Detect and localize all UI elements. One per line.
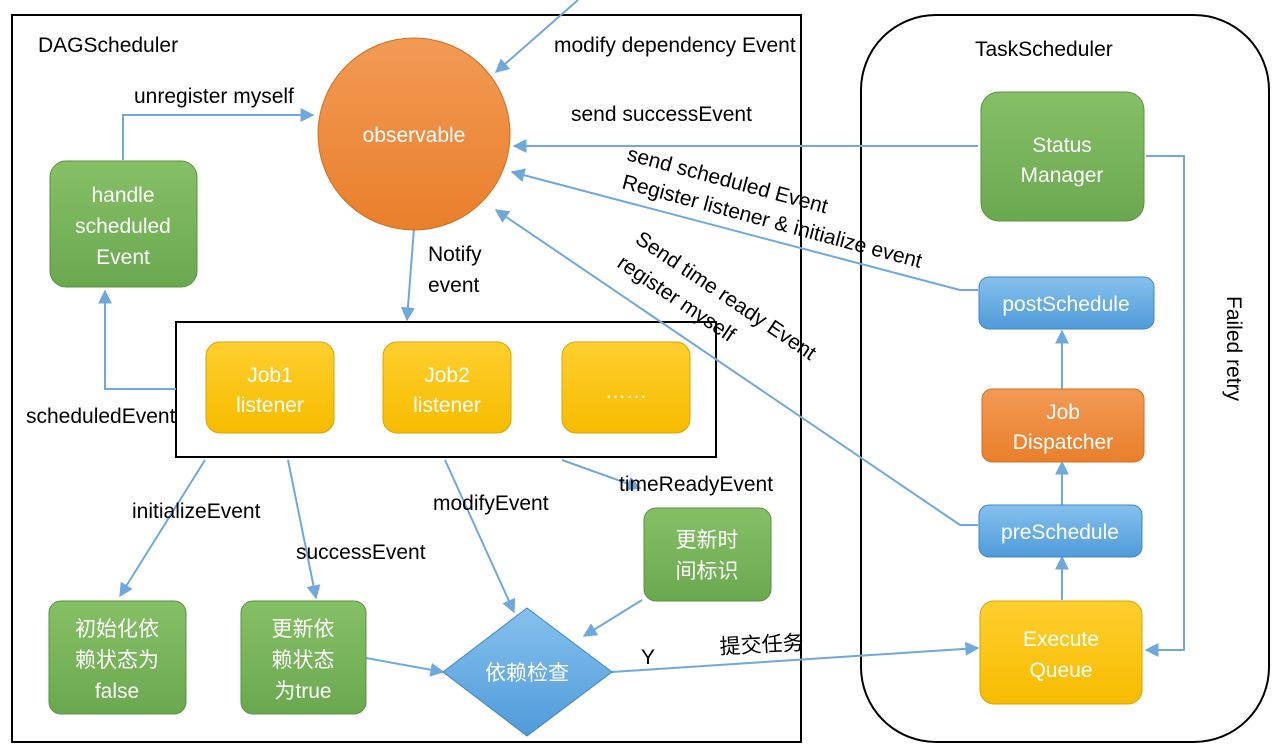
- job-dispatcher-line-1: Job: [1046, 401, 1080, 424]
- post-schedule-node: [978, 276, 1155, 330]
- handle-event-line-2: scheduled: [75, 215, 171, 238]
- update-dep-to-check-arrow: [365, 657, 445, 677]
- modify-event-arrow: [444, 459, 516, 614]
- post-schedule-label: postSchedule: [1002, 293, 1129, 316]
- scheduled-event-label: scheduledEvent: [26, 405, 176, 428]
- handle-event-line-1: handle: [91, 184, 154, 207]
- failed-retry-label: Failed retry: [1222, 296, 1245, 402]
- job2-listener-node: [382, 341, 512, 434]
- execute-queue-line-1: Execute: [1023, 628, 1099, 651]
- pre-schedule-node: [978, 504, 1143, 558]
- init-dependency-node: [48, 600, 187, 715]
- job2-listener-line-1: Job2: [424, 364, 470, 387]
- more-listeners-label: ……: [605, 380, 647, 403]
- send-success-label: send successEvent: [571, 103, 752, 126]
- pre-schedule-label: preSchedule: [1001, 521, 1119, 544]
- update-dependency-line-3: 为true: [274, 680, 331, 703]
- status-manager-line-1: Status: [1032, 134, 1092, 157]
- update-time-to-check-arrow: [582, 599, 643, 637]
- initialize-event-arrow: [119, 459, 206, 598]
- job1-listener-line-2: listener: [236, 394, 304, 417]
- observable-label: observable: [363, 124, 466, 147]
- failed-retry-arrow: [1144, 155, 1185, 657]
- modify-event-label: modifyEvent: [433, 492, 549, 515]
- update-time-node: [643, 507, 772, 602]
- dependency-check-node: [442, 607, 613, 737]
- time-ready-event-label: timeReadyEvent: [619, 473, 773, 496]
- task-scheduler-title: TaskScheduler: [975, 38, 1113, 61]
- update-time-line-1: 更新时: [676, 529, 739, 552]
- status-manager-line-2: Manager: [1021, 164, 1104, 187]
- handle-event-line-3: Event: [96, 246, 150, 269]
- execute-queue-line-2: Queue: [1029, 659, 1092, 682]
- submit-task-label: 提交任务: [719, 632, 804, 659]
- dependency-check-label: 依赖检查: [485, 662, 569, 685]
- execute-queue-node: [979, 600, 1143, 705]
- more-listeners-node: [561, 341, 691, 434]
- notify-label-line-1: Notify: [428, 243, 482, 266]
- job-dispatcher-line-2: Dispatcher: [1013, 431, 1113, 454]
- unregister-arrow: [122, 108, 315, 160]
- update-time-line-2: 间标识: [676, 560, 739, 583]
- submit-task-arrow: [611, 641, 980, 673]
- job1-listener-node: [205, 341, 335, 434]
- time-ready-event-arrow: [561, 459, 642, 491]
- task-scheduler-container: [860, 14, 1270, 743]
- notify-label-line-2: event: [428, 274, 480, 297]
- success-event-label: successEvent: [296, 541, 426, 564]
- job2-listener-line-2: listener: [413, 394, 481, 417]
- dag-scheduler-container: [11, 14, 802, 743]
- init-dependency-line-3: false: [95, 680, 139, 703]
- update-dependency-line-1: 更新依: [272, 618, 335, 641]
- job-dispatcher-node: [981, 388, 1145, 463]
- scheduled-event-arrow: [98, 289, 176, 390]
- notify-arrow: [400, 227, 415, 322]
- status-manager-node: [980, 91, 1145, 222]
- pre-schedule-arrow: [494, 209, 978, 526]
- initialize-event-label: initializeEvent: [132, 500, 261, 523]
- post-schedule-arrow: [510, 168, 978, 291]
- job1-listener-line-1: Job1: [247, 364, 293, 387]
- modify-dependency-label: modify dependency Event: [554, 34, 796, 57]
- init-dependency-line-1: 初始化依: [75, 618, 159, 641]
- update-dependency-line-2: 赖状态: [272, 649, 335, 672]
- init-dependency-line-2: 赖状态为: [75, 649, 159, 672]
- success-event-arrow: [287, 459, 321, 600]
- observable-node: [317, 37, 511, 231]
- yes-label: Y: [641, 646, 655, 669]
- handle-scheduled-event-node: [49, 160, 198, 288]
- unregister-label: unregister myself: [134, 85, 294, 108]
- dag-scheduler-title: DAGScheduler: [38, 34, 178, 57]
- modify-dependency-arrow: [494, 0, 579, 73]
- update-dependency-node: [240, 600, 367, 715]
